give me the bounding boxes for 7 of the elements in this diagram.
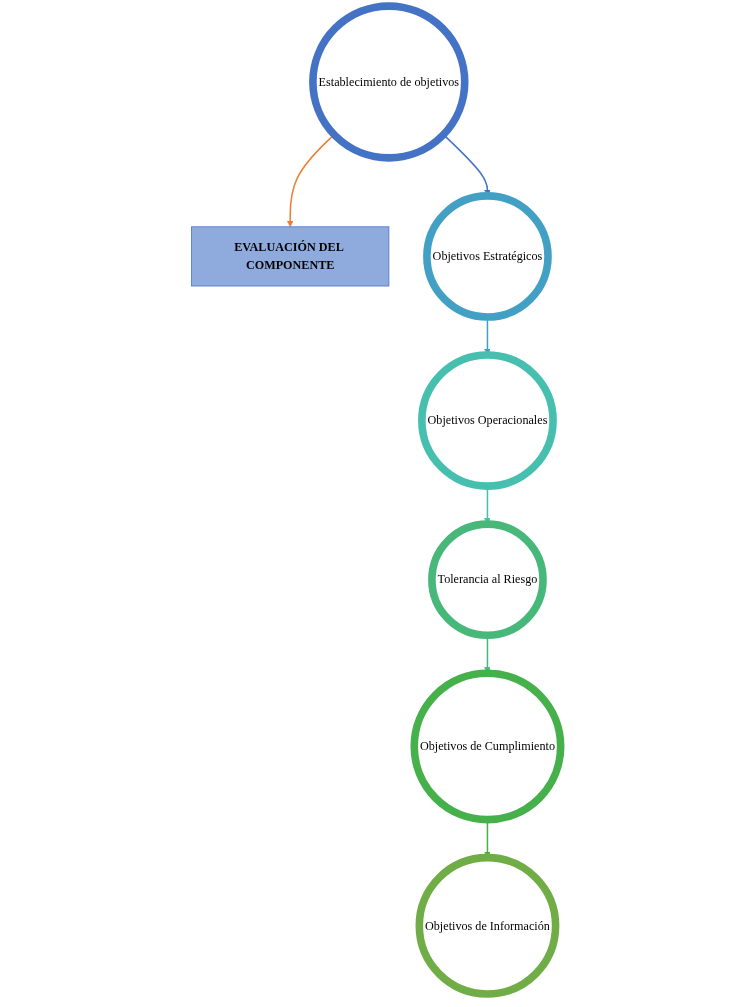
node-circle: Objetivos de Información xyxy=(415,853,560,998)
node-circle: Objetivos de Cumplimiento xyxy=(410,669,565,824)
node-circle: Establecimiento de objetivos xyxy=(309,2,469,162)
node-circle: Tolerancia al Riesgo xyxy=(428,520,547,640)
node-circle: Objetivos Estratégicos xyxy=(423,192,552,321)
node-box: EVALUACIÓN DEL COMPONENTE xyxy=(191,226,390,287)
node-circle: Objetivos Operacionales xyxy=(418,351,557,490)
